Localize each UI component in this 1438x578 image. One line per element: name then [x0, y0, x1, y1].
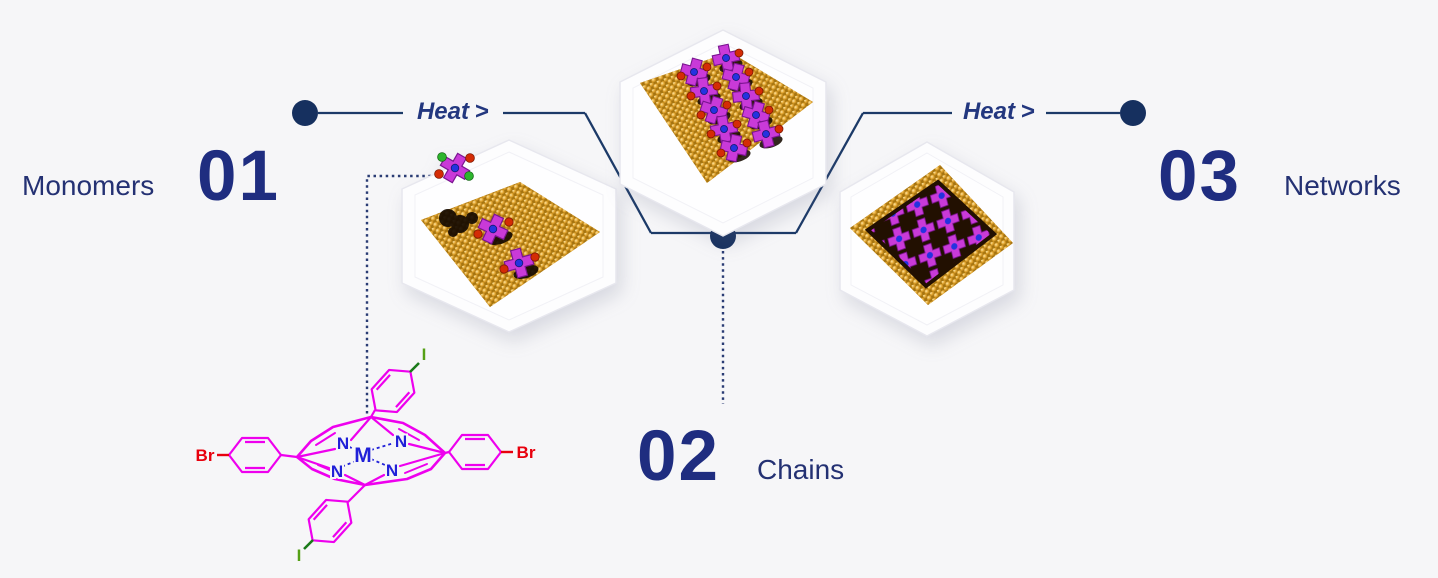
bromine-atoms: [676, 48, 784, 158]
hexagon-network-scene: [839, 141, 1015, 337]
heat-text: Heat: [962, 98, 1016, 125]
heat-label-2: Heat>: [963, 98, 1035, 126]
bromine-label-left: Br: [196, 446, 215, 465]
free-monomer: [434, 148, 475, 188]
connector-path: [318, 111, 1120, 235]
heat-text: Heat: [416, 98, 470, 125]
iodine-label-top: I: [422, 345, 427, 364]
hexagon-monomer-scene: [401, 139, 617, 333]
iodine-bond-bottom: [303, 539, 314, 550]
coordination-bonds: [340, 442, 395, 468]
nitrogen-label-sw: N: [331, 462, 343, 481]
bromine-atoms: [434, 153, 475, 179]
hexagon-chain-scene: [619, 29, 827, 237]
bromine-label-right: Br: [517, 443, 536, 462]
step3-number: 03: [1158, 137, 1241, 216]
nitrogen-label-nw: N: [337, 434, 349, 453]
phenyl-ring-right: [447, 433, 503, 471]
phenyl-ring-left: [227, 436, 283, 474]
metal-label: M: [354, 444, 372, 467]
gold-surface: [421, 182, 600, 307]
step2-number: 02: [637, 417, 720, 496]
heat-arrow-icon: >: [1021, 98, 1036, 125]
step1-label: Monomers: [22, 170, 155, 201]
heat-label-1: Heat>: [417, 98, 489, 126]
phenyl-ring-bottom: [307, 498, 353, 544]
step3-label: Networks: [1284, 170, 1401, 201]
nitrogen-label-se: N: [386, 461, 398, 480]
node-dot-step1: [292, 100, 318, 126]
step1-number: 01: [197, 137, 280, 216]
heat-arrow-icon: >: [475, 98, 490, 125]
porphyrin-structure: M N N N N Br Br I I: [194, 343, 538, 567]
molecular-network: [864, 179, 998, 289]
iodine-atoms: [437, 152, 474, 181]
iodine-label-bottom: I: [297, 546, 302, 565]
step2-label: Chains: [757, 454, 845, 485]
bromine-atoms: [473, 217, 540, 274]
iodine-bond-top: [409, 362, 420, 373]
nitrogen-label-ne: N: [395, 432, 407, 451]
node-dot-step3: [1120, 100, 1146, 126]
